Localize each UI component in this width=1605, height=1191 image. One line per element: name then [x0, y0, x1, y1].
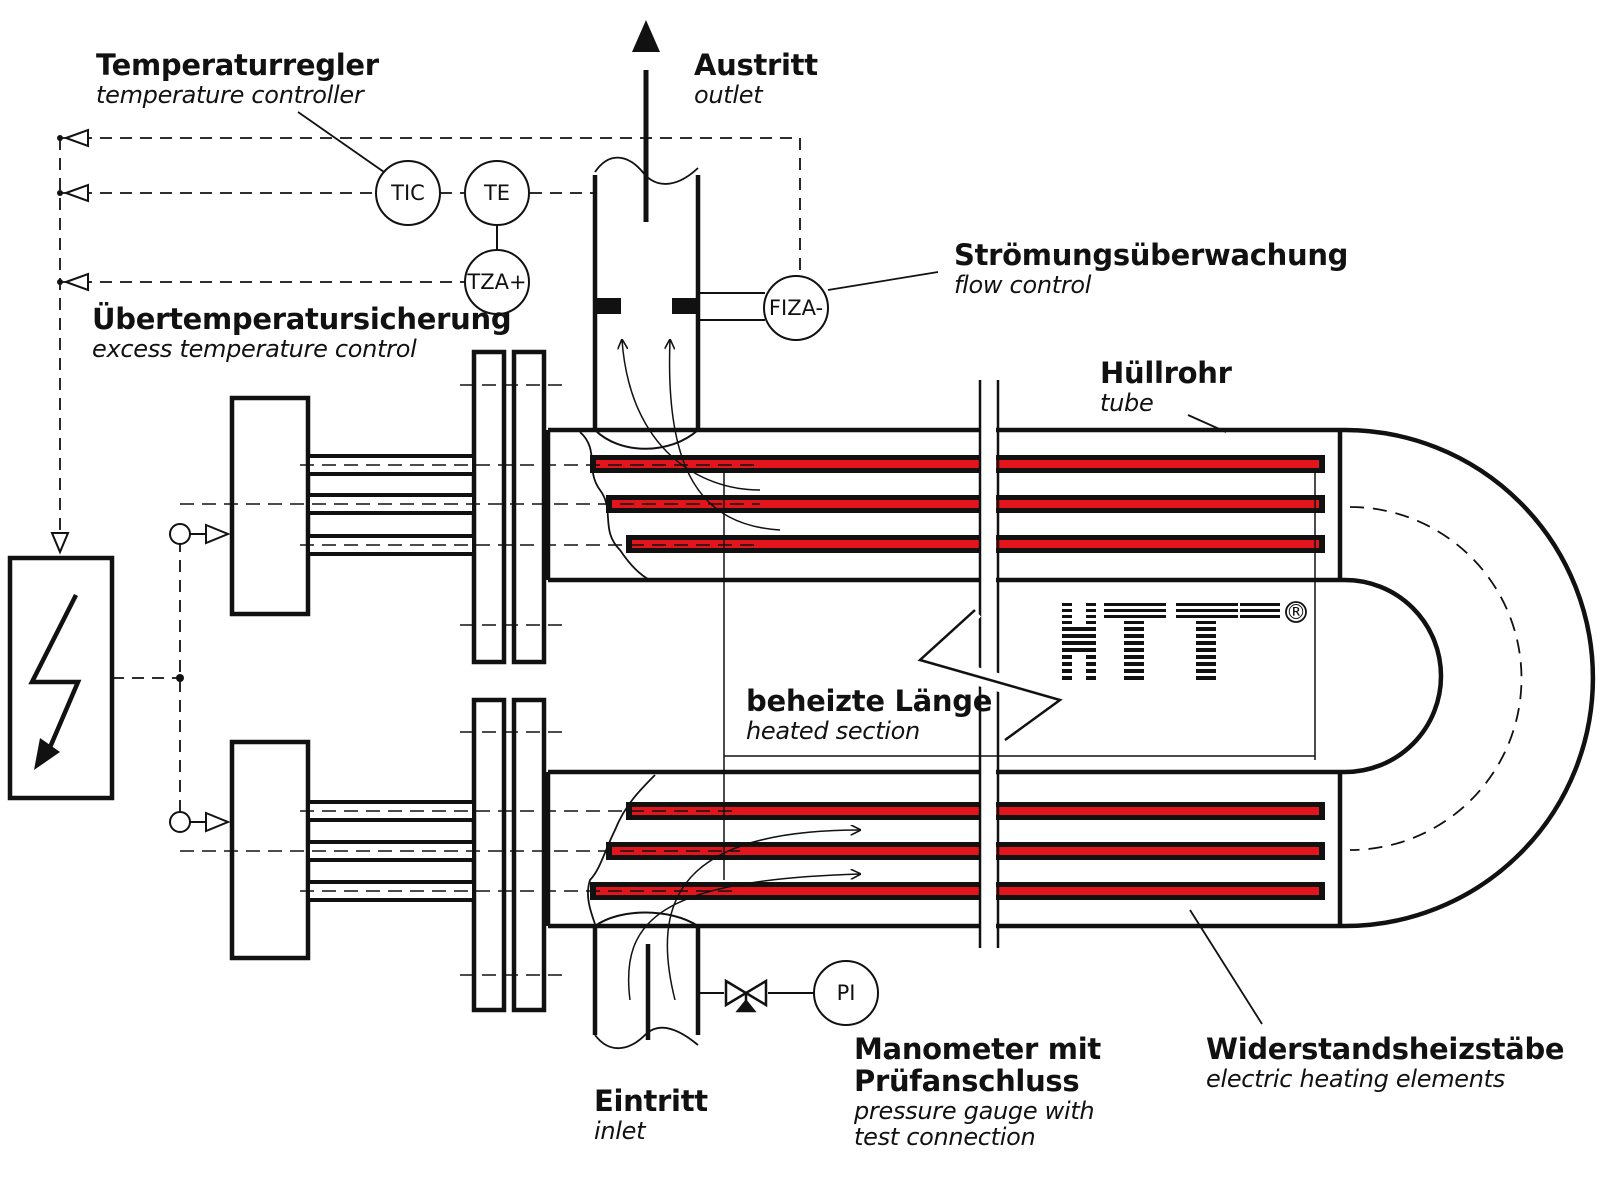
label-en: outlet	[694, 80, 763, 109]
break-mark	[901, 380, 1081, 948]
label-de: Widerstandsheizstäbe	[1206, 1032, 1565, 1066]
label-de: Übertemperatursicherung	[92, 302, 512, 336]
heating-rod	[626, 535, 1325, 553]
flow-arrows-outlet	[622, 340, 781, 531]
heating-rod	[606, 842, 1325, 860]
svg-text:FIZA-: FIZA-	[769, 296, 823, 320]
label-temperature-controller: Temperaturregler temperature controller	[96, 48, 379, 109]
heating-rod	[590, 882, 1325, 900]
flange-upper	[471, 349, 547, 665]
cutaway-edge-lower	[587, 774, 656, 925]
label-en: electric heating elements	[1206, 1064, 1505, 1093]
shell-outline	[545, 427, 1596, 929]
label-tube: Hüllrohr tube	[1100, 356, 1232, 417]
instrument-tic: TIC	[375, 160, 441, 226]
flange-lower	[471, 697, 547, 1013]
label-en: tube	[1100, 388, 1154, 417]
label-en: heated section	[746, 716, 920, 745]
svg-text:TIC: TIC	[390, 181, 425, 205]
outlet-arrow-icon	[632, 20, 660, 222]
signal-dots	[57, 135, 184, 682]
label-de: Manometer mit	[854, 1032, 1101, 1066]
svg-text:PI: PI	[837, 981, 856, 1005]
terminal-box-lower	[229, 739, 476, 961]
control-signal-lines	[59, 137, 801, 815]
label-outlet: Austritt outlet	[694, 48, 818, 109]
label-pressure-gauge: Manometer mit Prüfanschluss pressure gau…	[854, 1032, 1101, 1152]
inlet-pipe	[592, 926, 701, 1040]
label-de: Eintritt	[594, 1084, 708, 1118]
label-de: Austritt	[694, 48, 818, 82]
heating-rod	[606, 495, 1325, 513]
instrument-tza: TZA+	[464, 249, 530, 315]
heating-rod	[590, 455, 1325, 473]
label-en: temperature controller	[96, 80, 364, 109]
svg-text:®: ®	[1286, 600, 1306, 624]
power-supply-box	[7, 555, 115, 801]
label-de: Strömungsüberwachung	[954, 238, 1349, 272]
flange-bolt-lines	[460, 384, 565, 976]
label-en: pressure gauge with	[854, 1096, 1095, 1125]
instrument-pi: PI	[813, 960, 879, 1026]
htt-logo-letters-t	[1104, 603, 1238, 680]
registered-mark: ®	[1285, 600, 1307, 624]
heating-rods-lower	[590, 802, 1325, 900]
label-heating-elements: Widerstandsheizstäbe electric heating el…	[1206, 1032, 1565, 1093]
cutaway-edge-upper	[579, 431, 651, 581]
label-en: test connection	[854, 1123, 1036, 1152]
logo-letter-t	[1176, 603, 1238, 680]
heating-rod	[626, 802, 1325, 820]
orifice-right	[672, 298, 698, 314]
outlet-pipe-bottom	[594, 429, 699, 450]
rod-centerlines	[180, 464, 760, 892]
terminal-box-upper	[229, 395, 476, 617]
label-en: excess temperature control	[92, 334, 417, 363]
label-de: Temperaturregler	[96, 48, 379, 82]
label-en: flow control	[954, 270, 1092, 299]
label-excess-temperature: Übertemperatursicherung excess temperatu…	[92, 302, 512, 363]
inner-return-dashed	[1349, 506, 1523, 851]
logo-text: HTT	[1150, 699, 1152, 701]
svg-text:TE: TE	[483, 181, 510, 205]
instrument-fiza: FIZA-	[763, 275, 829, 341]
lightning-bolt-icon	[28, 593, 82, 753]
label-de: beheizte Länge	[746, 684, 993, 718]
svg-text:TZA+: TZA+	[466, 270, 526, 294]
leader-lines	[297, 111, 1263, 1025]
label-en: inlet	[594, 1116, 646, 1145]
instrument-te: TE	[464, 160, 530, 226]
label-de: Hüllrohr	[1100, 356, 1232, 390]
label-inlet: Eintritt inlet	[594, 1084, 708, 1145]
htt-logo-mask	[1072, 603, 1086, 680]
logo-letter-t	[1104, 603, 1166, 680]
inlet-pipe-break	[594, 1026, 699, 1050]
valve-icon	[724, 978, 768, 1013]
heating-rods-upper	[590, 455, 1325, 553]
label-de: Prüfanschluss	[854, 1063, 1080, 1098]
inlet-pipe-top	[594, 911, 699, 927]
logo-stripes-extra	[1240, 603, 1280, 618]
label-heated-section: beheizte Länge heated section	[746, 684, 993, 745]
flow-arrows-inlet	[627, 830, 860, 1001]
label-flow-control: Strömungsüberwachung flow control	[954, 238, 1349, 299]
orifice-left	[595, 298, 621, 314]
